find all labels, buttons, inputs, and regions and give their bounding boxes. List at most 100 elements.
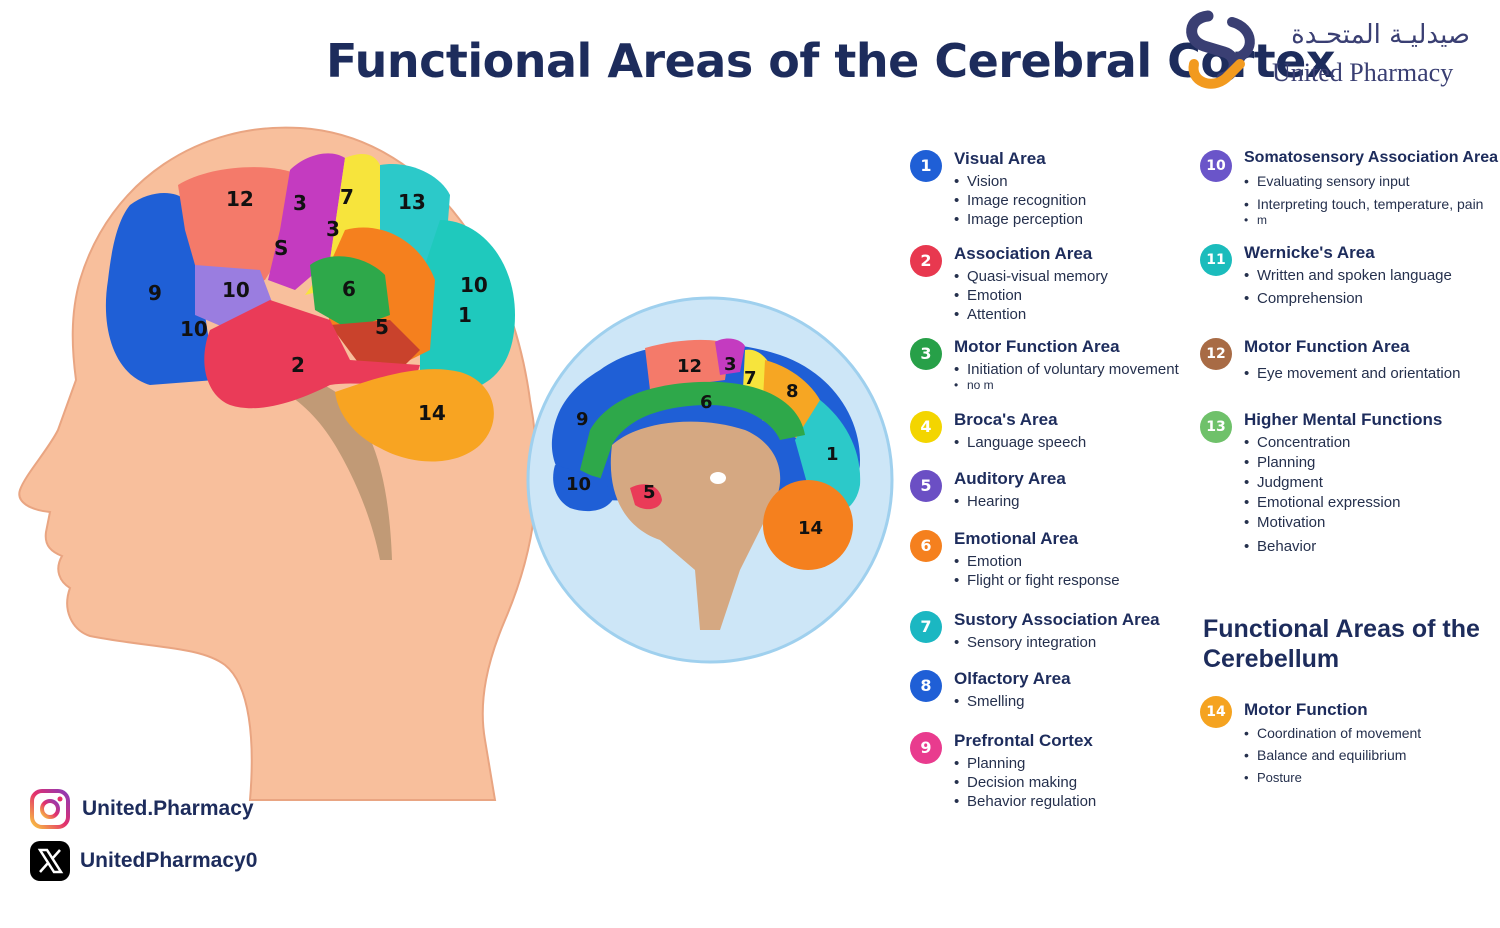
legend-title: Olfactory Area	[954, 669, 1071, 688]
x-logo-icon[interactable]	[30, 841, 70, 881]
legend-badge: 5	[910, 470, 942, 502]
head-label: 12	[226, 187, 254, 211]
section-label: 5	[643, 482, 656, 503]
legend-title: Visual Area	[954, 149, 1046, 168]
legend-bullets: Language speech	[954, 433, 1086, 452]
legend-bullet: Coordination of movement	[1244, 724, 1421, 743]
page-title: Functional Areas of the Cerebral Cortex	[326, 34, 1336, 88]
sagittal-brain	[551, 338, 861, 630]
section-core	[610, 421, 781, 630]
x-handle-text[interactable]: UnitedPharmacy0	[80, 849, 258, 872]
legend-bullet: Flight or fight response	[954, 571, 1120, 590]
section-label: 12	[677, 356, 702, 377]
legend-title: Wernicke's Area	[1244, 243, 1375, 262]
head-label: 7	[340, 185, 354, 209]
legend-badge: 13	[1200, 411, 1232, 443]
legend-badge: 9	[910, 732, 942, 764]
legend-bullets: Eye movement and orientation	[1244, 360, 1460, 383]
legend-badge: 12	[1200, 338, 1232, 370]
legend-title: Prefrontal Cortex	[954, 731, 1093, 750]
section-lobe-10	[553, 465, 615, 512]
legend-bullet: Emotional expression	[1244, 493, 1400, 512]
lobe-9	[105, 193, 215, 385]
lobe-2	[204, 300, 420, 409]
brain-stem	[280, 380, 392, 560]
legend-bullet: Smelling	[954, 692, 1025, 711]
legend-bullets: Vision Image recognition Image perceptio…	[954, 172, 1086, 229]
lobe-14	[335, 369, 494, 462]
head-label: 5	[375, 315, 389, 339]
legend-bullet: Emotion	[954, 286, 1108, 305]
legend-bullet: Image perception	[954, 210, 1086, 229]
head-brain-lobes	[105, 153, 515, 462]
lobe-5	[330, 320, 420, 370]
legend-bullet: Posture	[1244, 768, 1421, 787]
legend-bullets: Smelling	[954, 692, 1025, 711]
legend-bullet: Planning	[954, 754, 1096, 773]
legend-badge: 10	[1200, 150, 1232, 182]
logo-arabic-text: صيدليـة المتحـدة	[1291, 20, 1470, 50]
cerebellum-heading: Functional Areas of the Cerebellum	[1203, 615, 1480, 673]
head-label: 2	[291, 353, 305, 377]
legend-title: Somatosensory Association Area	[1244, 149, 1499, 166]
legend-badge: 2	[910, 245, 942, 277]
legend-badge: 1	[910, 150, 942, 182]
legend-title: Motor Function	[1244, 700, 1368, 719]
legend-bullet: Image recognition	[954, 191, 1086, 210]
legend-bullet: Judgment	[1244, 473, 1400, 492]
legend-bullets: Sensory integration	[954, 633, 1096, 652]
legend-bullets: Planning Decision making Behavior regula…	[954, 754, 1096, 811]
legend-bullets: Evaluating sensory input Interpreting to…	[1244, 172, 1483, 226]
legend-bullet: Behavior regulation	[954, 792, 1096, 811]
legend-bullets: Concentration Planning Judgment Emotiona…	[1244, 433, 1400, 556]
section-label: 10	[566, 474, 591, 495]
legend-bullets: Emotion Flight or fight response	[954, 552, 1120, 590]
legend-badge: 8	[910, 670, 942, 702]
section-ventricle	[710, 472, 726, 484]
head-number-labels: 12 3 7 13 3 9 S 10 6 10 10 1 5 2 14	[148, 185, 488, 425]
logo-english-text: United Pharmacy	[1272, 58, 1454, 87]
section-lobe-14	[763, 480, 853, 570]
head-label: 1	[458, 303, 472, 327]
legend-badge: 11	[1200, 244, 1232, 276]
section-label: 1	[826, 444, 839, 465]
legend-bullet: Hearing	[954, 492, 1020, 511]
legend-bullet: Sensory integration	[954, 633, 1096, 652]
legend-bullet: Decision making	[954, 773, 1096, 792]
legend-bullet: Planning	[1244, 453, 1400, 472]
section-label: 6	[700, 392, 713, 413]
legend-title: Sustory Association Area	[954, 610, 1160, 629]
legend-bullet: Comprehension	[1244, 289, 1452, 308]
section-lobe-6	[580, 381, 805, 480]
logo-mark-icon	[1186, 10, 1255, 89]
section-label: 7	[744, 368, 757, 389]
section-lobe-3	[715, 338, 745, 375]
legend-bullet: Concentration	[1244, 433, 1400, 452]
legend-bullet: Emotion	[954, 552, 1120, 571]
instagram-text[interactable]: United.Pharmacy	[82, 797, 254, 820]
legend-bullet: Attention	[954, 305, 1108, 324]
section-number-labels: 12 3 7 8 6 9 1 10 5 14	[566, 354, 839, 539]
legend-title: Higher Mental Functions	[1244, 410, 1443, 429]
legend-bullet: Eye movement and orientation	[1244, 364, 1460, 383]
legend-title: Auditory Area	[954, 469, 1066, 488]
legend-badge: 4	[910, 411, 942, 443]
legend-bullets: Coordination of movement Balance and equ…	[1244, 724, 1421, 787]
legend-bullet: Behavior	[1244, 537, 1400, 556]
legend-badge: 7	[910, 611, 942, 643]
legend-bullets: Quasi-visual memory Emotion Attention	[954, 267, 1108, 324]
legend-bullet: Quasi-visual memory	[954, 267, 1108, 286]
section-label: 8	[786, 381, 799, 402]
section-label: 3	[724, 354, 737, 375]
legend-title: Emotional Area	[954, 529, 1079, 548]
legend-bullet: Evaluating sensory input	[1244, 172, 1483, 191]
legend-badge: 6	[910, 530, 942, 562]
head-label: 6	[342, 277, 356, 301]
head-label: 10	[180, 317, 208, 341]
head-label: 13	[398, 190, 426, 214]
legend-title: Motor Function Area	[954, 337, 1120, 356]
instagram-icon[interactable]	[30, 789, 70, 829]
legend-bullets: Hearing	[954, 492, 1020, 511]
lobe-6	[310, 256, 390, 330]
lobe-3	[268, 153, 345, 290]
